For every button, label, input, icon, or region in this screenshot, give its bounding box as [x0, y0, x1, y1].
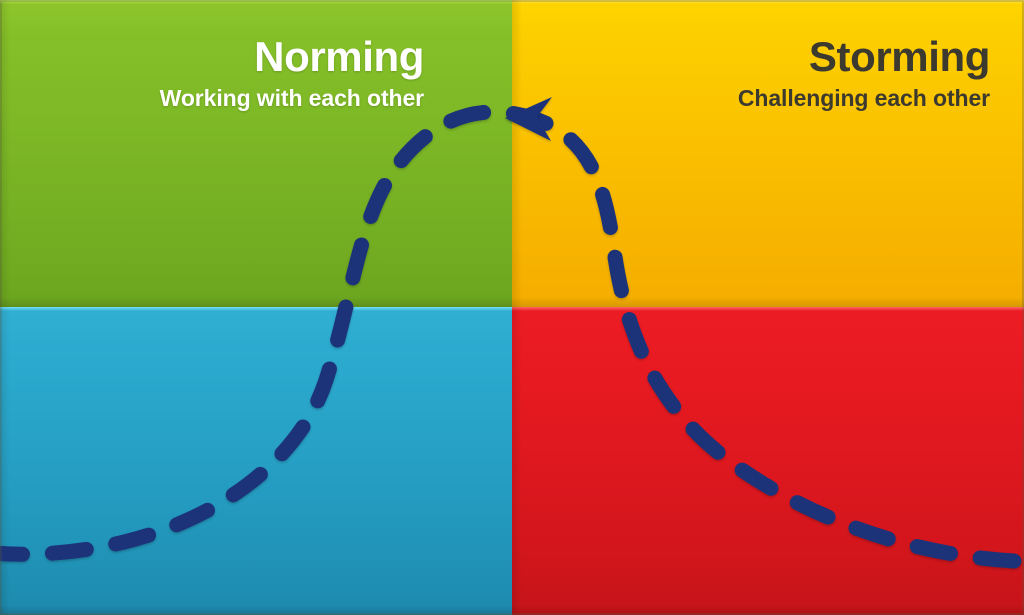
storming-title: Storming [808, 33, 991, 80]
forming-side-shade [512, 307, 522, 615]
norming-bottom-shade [0, 297, 512, 307]
forming-top-highlight [512, 307, 1024, 311]
forming-bottom-shade [512, 605, 1024, 615]
storming-label-block: Storming Challenging each other [737, 33, 991, 111]
storming-top-highlight [512, 0, 1024, 4]
norming-side-shade [0, 0, 10, 307]
quadrant-storming[interactable]: Storming Challenging each other [512, 0, 1024, 307]
quadrant-norming[interactable]: Norming Working with each other [0, 0, 512, 307]
storming-bottom-shade [512, 297, 1024, 307]
performing-bottom-shade [0, 605, 512, 615]
quadrant-performing[interactable]: Performing Working as one [0, 307, 512, 615]
norming-top-highlight [0, 0, 512, 4]
storming-subtitle: Challenging each other [737, 84, 990, 111]
norming-subtitle: Working with each other [159, 84, 424, 111]
storming-side-shade [512, 0, 522, 307]
performing-top-highlight [0, 307, 512, 311]
norming-label-block: Norming Working with each other [159, 33, 425, 111]
norming-title: Norming [254, 33, 424, 80]
quadrant-forming[interactable]: Forming Learning about each other [512, 307, 1024, 615]
performing-side-shade [0, 307, 10, 615]
